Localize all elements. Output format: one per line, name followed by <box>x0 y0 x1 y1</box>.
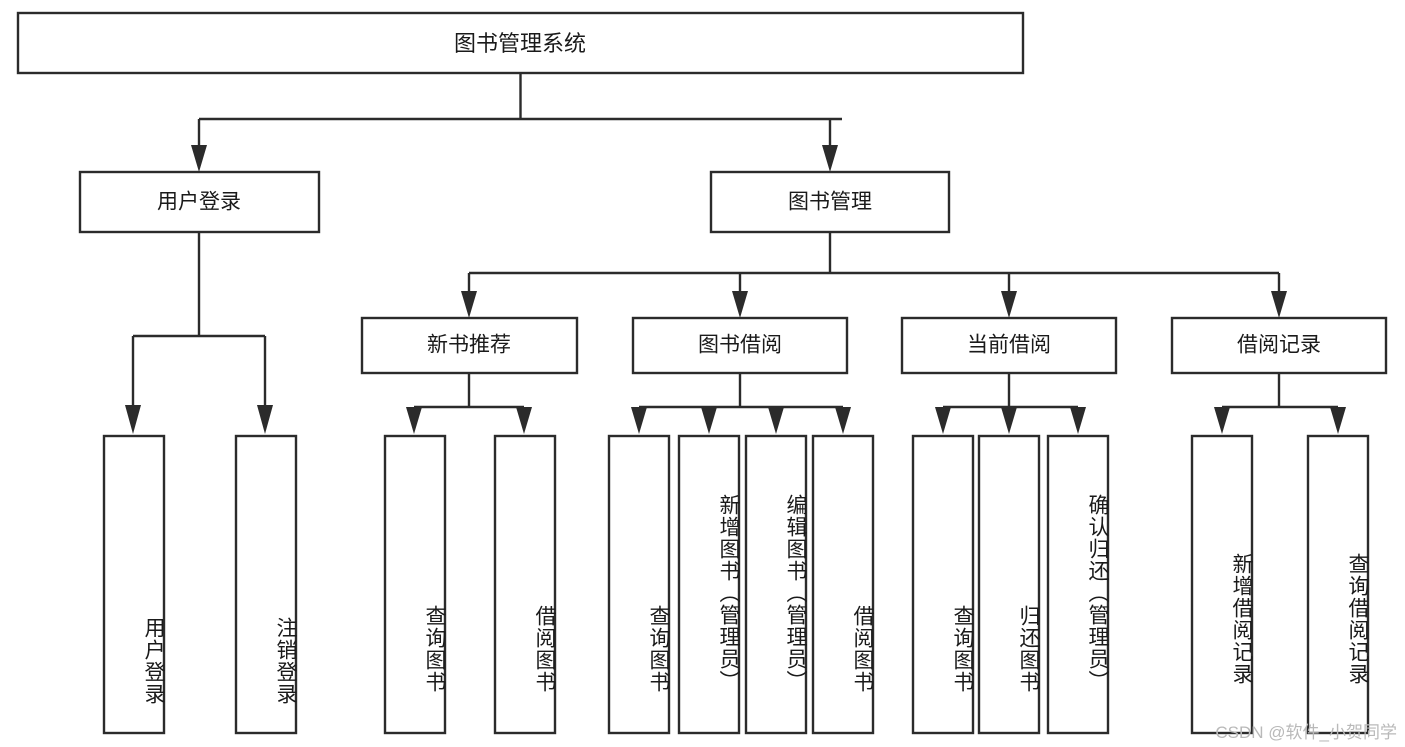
node-leaf-logout-box[interactable] <box>234 434 298 735</box>
node-user-login-label: 用户登录 <box>157 191 241 214</box>
arrowhead-bm-current-borrow <box>1001 291 1017 318</box>
node-leaf-borrow-book-1-box[interactable] <box>493 434 557 735</box>
csdn-watermark: CSDN @软件_小贺同学 <box>1215 723 1397 742</box>
arrowhead-bm-book-borrow <box>732 291 748 318</box>
node-borrow-record-label: 借阅记录 <box>1237 334 1321 357</box>
node-leaf-add-record-box[interactable] <box>1190 434 1254 735</box>
arrowhead-nbr-leaf-2 <box>516 407 532 434</box>
arrowhead-user-login-leaf-1 <box>125 405 141 434</box>
node-leaf-borrow-book-2-box[interactable] <box>811 434 875 735</box>
node-current-borrow[interactable]: 当前借阅 <box>900 316 1118 375</box>
connector-group-book-manage <box>461 232 1287 318</box>
arrowhead-bm-borrow-record <box>1271 291 1287 318</box>
arrowhead-cb-leaf-1 <box>935 407 951 434</box>
node-user-login-box[interactable] <box>78 170 321 234</box>
node-leaf-return-book-box[interactable] <box>977 434 1041 735</box>
arrowhead-bm-new-book-rec <box>461 291 477 318</box>
node-leaf-query-record-box[interactable] <box>1306 434 1370 735</box>
node-root[interactable]: 图书管理系统 <box>16 11 1025 75</box>
node-leaf-query-book-1-box[interactable] <box>383 434 447 735</box>
node-borrow-record-box[interactable] <box>1170 316 1388 375</box>
connector-group-book-borrow <box>631 373 851 434</box>
arrowhead-bb-leaf-2 <box>701 407 717 434</box>
node-new-book-rec-box[interactable] <box>360 316 579 375</box>
node-book-borrow-box[interactable] <box>631 316 849 375</box>
node-book-borrow[interactable]: 图书借阅 <box>631 316 849 375</box>
arrowhead-br-leaf-2 <box>1330 407 1346 434</box>
node-new-book-rec-label: 新书推荐 <box>427 334 511 357</box>
node-borrow-record[interactable]: 借阅记录 <box>1170 316 1388 375</box>
node-leaf-query-book-2-box[interactable] <box>607 434 671 735</box>
connector-group-borrow-record <box>1214 373 1346 434</box>
connector-group-user-login <box>125 232 273 434</box>
arrowhead-bb-leaf-4 <box>835 407 851 434</box>
arrowhead-br-leaf-1 <box>1214 407 1230 434</box>
arrowhead-bb-leaf-3 <box>768 407 784 434</box>
node-leaf-edit-book-box[interactable] <box>744 434 808 735</box>
node-book-manage[interactable]: 图书管理 <box>709 170 951 234</box>
node-user-login[interactable]: 用户登录 <box>78 170 321 234</box>
node-current-borrow-label: 当前借阅 <box>967 334 1051 357</box>
node-book-manage-label: 图书管理 <box>788 191 872 214</box>
arrowhead-user-login-leaf-2 <box>257 405 273 434</box>
node-root-box[interactable] <box>16 11 1025 75</box>
node-leaf-user-login-box[interactable] <box>102 434 166 735</box>
arrowhead-bb-leaf-1 <box>631 407 647 434</box>
node-leaf-confirm-return-box[interactable] <box>1046 434 1110 735</box>
node-leaf-add-book-box[interactable] <box>677 434 741 735</box>
node-leaf-query-book-3-box[interactable] <box>911 434 975 735</box>
node-book-borrow-label: 图书借阅 <box>698 334 782 357</box>
arrowhead-cb-leaf-2 <box>1001 407 1017 434</box>
connector-group-current-borrow <box>935 373 1086 434</box>
connector-group-new-book-rec <box>406 373 532 434</box>
arrowhead-cb-leaf-3 <box>1070 407 1086 434</box>
arrowhead-root-to-user-login <box>191 145 207 172</box>
arrowhead-root-to-book-manage <box>822 145 838 172</box>
node-root-label: 图书管理系统 <box>454 31 586 56</box>
node-book-manage-box[interactable] <box>709 170 951 234</box>
arrowhead-nbr-leaf-1 <box>406 407 422 434</box>
node-new-book-rec[interactable]: 新书推荐 <box>360 316 579 375</box>
node-current-borrow-box[interactable] <box>900 316 1118 375</box>
connector-group-root <box>191 73 842 172</box>
